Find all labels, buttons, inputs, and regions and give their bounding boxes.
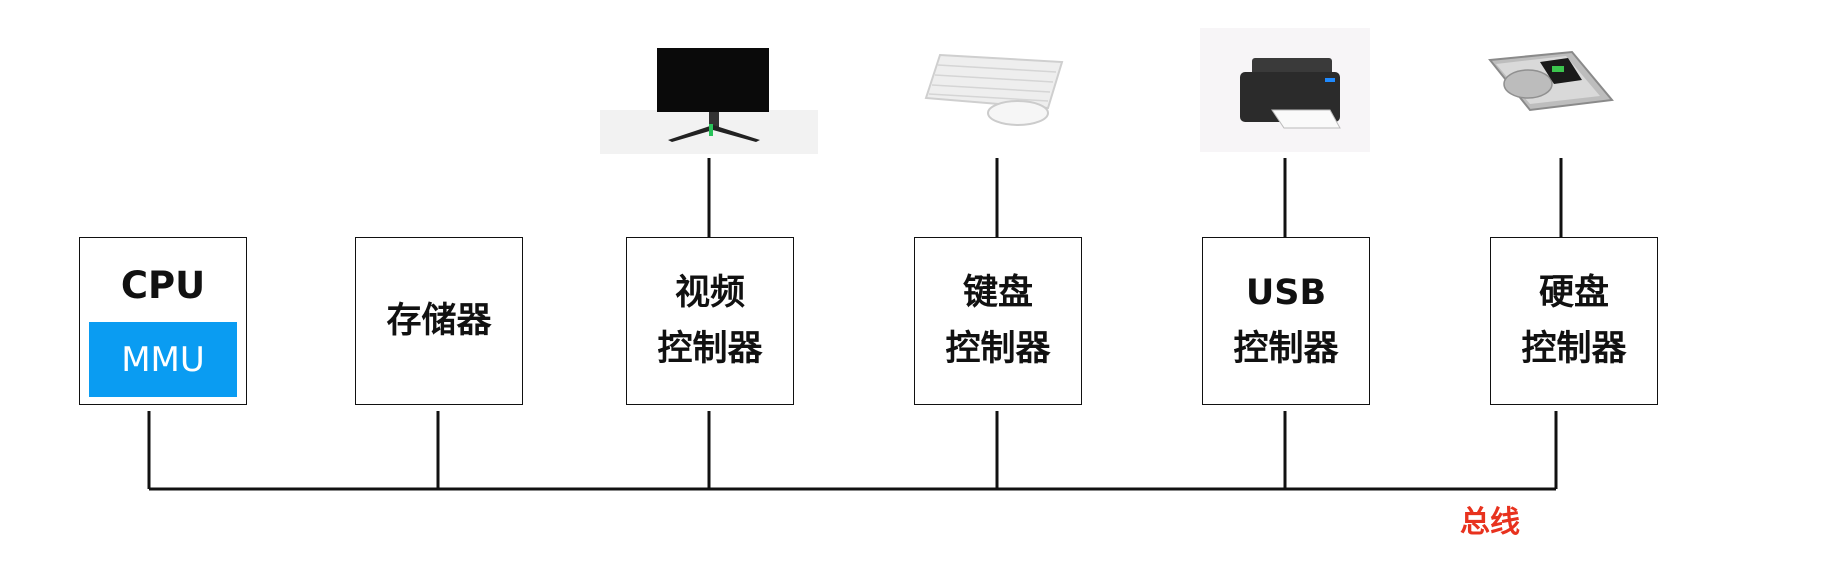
memory-label: 存储器: [386, 301, 492, 341]
bus-label: 总线: [1460, 505, 1520, 540]
disk-controller-label: 硬盘 控制器: [1521, 273, 1627, 369]
keyboard-controller-label: 键盘 控制器: [945, 273, 1051, 369]
usb-controller-label: USB 控制器: [1233, 273, 1339, 369]
video-controller-label: 视频 控制器: [657, 273, 763, 369]
cpu-label: CPU: [120, 264, 206, 307]
mmu-block[interactable]: MMU: [89, 322, 237, 397]
keyboard-mouse-icon: [924, 53, 1064, 126]
usb-controller-box[interactable]: USB 控制器: [1202, 237, 1370, 405]
monitor-icon: [600, 48, 818, 154]
hard-drive-icon: [1488, 50, 1614, 112]
disk-controller-box[interactable]: 硬盘 控制器: [1490, 237, 1658, 405]
keyboard-controller-box[interactable]: 键盘 控制器: [914, 237, 1082, 405]
video-controller-box[interactable]: 视频 控制器: [626, 237, 794, 405]
cpu-box[interactable]: CPU MMU: [79, 237, 247, 405]
memory-box[interactable]: 存储器: [355, 237, 523, 405]
printer-icon: [1200, 28, 1370, 152]
